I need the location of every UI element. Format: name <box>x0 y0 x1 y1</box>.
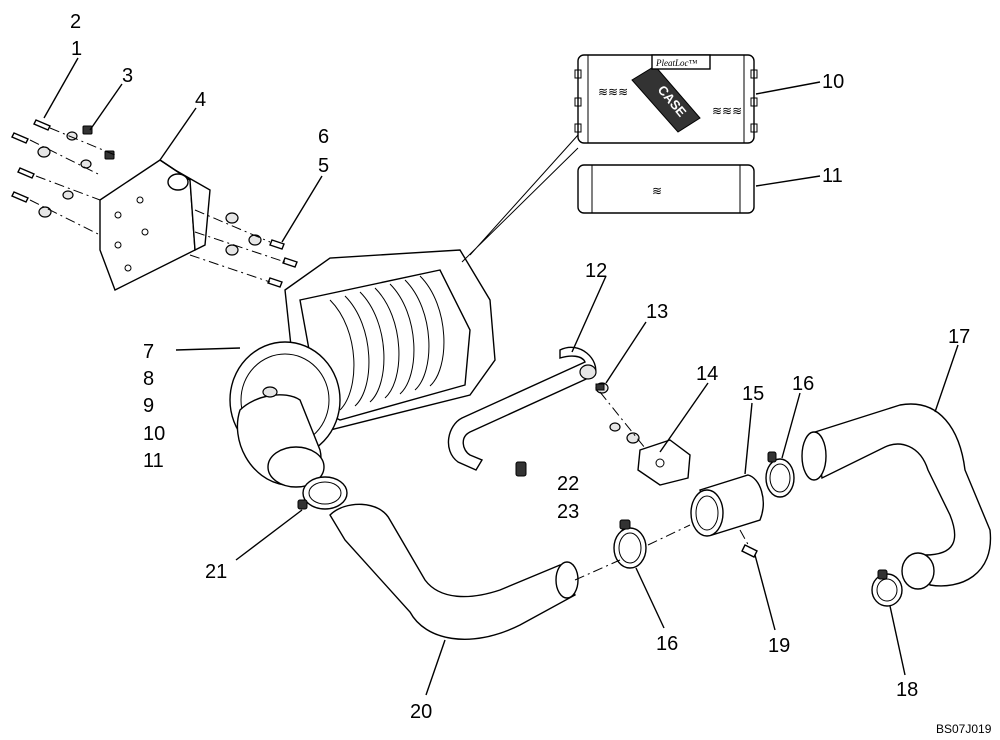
tube-connector <box>690 474 764 558</box>
callout-21: 21 <box>205 561 227 583</box>
callout-15: 15 <box>742 383 764 405</box>
primary-filter-element: CASE PleatLoc™ ≋≋≋ ≋≋≋ <box>574 54 758 144</box>
intake-hose <box>801 403 992 590</box>
callout-12: 12 <box>585 260 607 282</box>
callout-11-filter: 11 <box>822 165 843 187</box>
air-cleaner-housing <box>229 249 496 488</box>
callouts: 2 1 3 4 6 5 10 11 7 8 9 10 11 12 13 14 1… <box>70 11 970 723</box>
mounting-bracket <box>99 159 211 291</box>
callout-10: 10 <box>143 423 165 445</box>
callout-14: 14 <box>696 363 718 385</box>
fitting-and-bracket <box>595 382 691 486</box>
leader-lines <box>43 57 959 696</box>
callout-2: 2 <box>70 11 81 33</box>
callout-10-filter: 10 <box>822 71 844 93</box>
callout-16-lower: 16 <box>656 633 678 655</box>
callout-5: 5 <box>318 155 329 177</box>
breather-tube <box>447 346 597 477</box>
filter-pointer-lines <box>461 134 579 263</box>
callout-20: 20 <box>410 701 432 723</box>
drawing-code: BS07J019 <box>936 722 992 736</box>
svg-text:≋: ≋ <box>652 184 662 198</box>
secondary-filter-element: ≋ <box>577 164 755 214</box>
callout-9: 9 <box>143 395 154 417</box>
callout-7: 7 <box>143 341 154 363</box>
hose-clamps <box>297 451 903 607</box>
callout-18: 18 <box>896 679 918 701</box>
callout-8: 8 <box>143 368 154 390</box>
callout-6: 6 <box>318 126 329 148</box>
svg-text:≋≋≋: ≋≋≋ <box>598 85 628 99</box>
callout-11: 11 <box>143 450 164 472</box>
callout-23: 23 <box>557 501 579 523</box>
filter-brand: PleatLoc™ <box>655 58 697 68</box>
bolts-and-washers <box>11 119 298 288</box>
callout-4: 4 <box>195 89 206 111</box>
callout-3: 3 <box>122 65 133 87</box>
callout-17: 17 <box>948 326 970 348</box>
callout-1: 1 <box>71 38 82 60</box>
callout-22: 22 <box>557 473 579 495</box>
callout-19: 19 <box>768 635 790 657</box>
svg-text:≋≋≋: ≋≋≋ <box>712 104 742 118</box>
callout-16-upper: 16 <box>792 373 814 395</box>
outlet-hose <box>329 503 579 640</box>
callout-13: 13 <box>646 301 668 323</box>
